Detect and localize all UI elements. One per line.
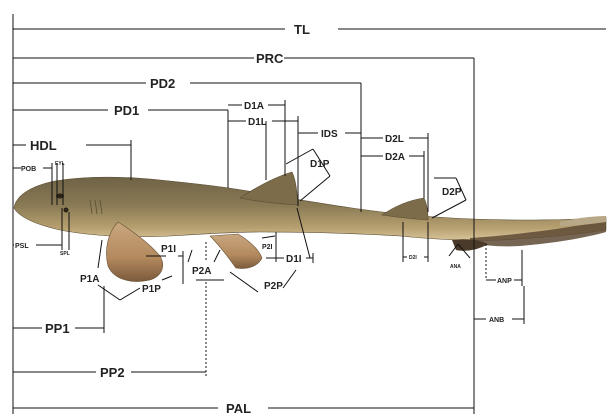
d1p-line-bottom	[300, 176, 330, 201]
label-d1i: D1I	[286, 254, 302, 265]
label-d2i: D2I	[409, 255, 417, 261]
spiracle	[64, 208, 69, 213]
p2i-line	[262, 236, 275, 238]
p1p-line-left	[120, 288, 140, 300]
label-ids: IDS	[321, 129, 338, 140]
p2p-line-right	[283, 270, 296, 288]
label-p2a: P2A	[192, 266, 211, 277]
p1a-line-top	[98, 240, 102, 268]
p1p-line-right	[162, 276, 172, 280]
label-d1l: D1L	[248, 117, 267, 128]
shark-body	[14, 177, 606, 240]
label-spl: SPL	[60, 251, 70, 257]
label-anb: ANB	[489, 317, 504, 324]
label-d1p: D1P	[310, 159, 330, 170]
label-p2p: P2P	[264, 281, 283, 292]
p1a-line-bottom	[98, 285, 120, 300]
label-eyl: EYL	[55, 161, 65, 167]
label-ana: ANA	[450, 264, 461, 270]
d1p-line-top	[286, 149, 313, 164]
label-anp: ANP	[497, 278, 512, 285]
label-pp2: PP2	[100, 365, 125, 380]
pelvic-fin	[210, 234, 262, 269]
label-prc: PRC	[256, 51, 284, 66]
label-pd2: PD2	[150, 76, 175, 91]
shark-illustration	[14, 172, 606, 281]
label-hdl: HDL	[30, 138, 57, 153]
d2p-line-bottom	[432, 200, 466, 218]
p2p-line-left	[230, 272, 258, 292]
label-pob: POB	[21, 166, 36, 173]
label-p1i: P1I	[161, 244, 176, 255]
label-d2p: D2P	[442, 187, 462, 198]
p2a-line-right	[214, 250, 220, 262]
label-d2a: D2A	[385, 152, 405, 163]
label-d2l: D2L	[385, 134, 404, 145]
label-p1p: P1P	[142, 284, 161, 295]
label-pd1: PD1	[114, 103, 139, 118]
label-pp1: PP1	[45, 321, 70, 336]
label-p1a: P1A	[80, 274, 99, 285]
label-p2i: P2I	[262, 244, 273, 251]
p2a-line-left	[188, 250, 192, 262]
label-d1a: D1A	[244, 101, 264, 112]
label-tl: TL	[294, 22, 310, 37]
label-pal: PAL	[226, 401, 251, 414]
label-psl: PSL	[15, 243, 29, 250]
